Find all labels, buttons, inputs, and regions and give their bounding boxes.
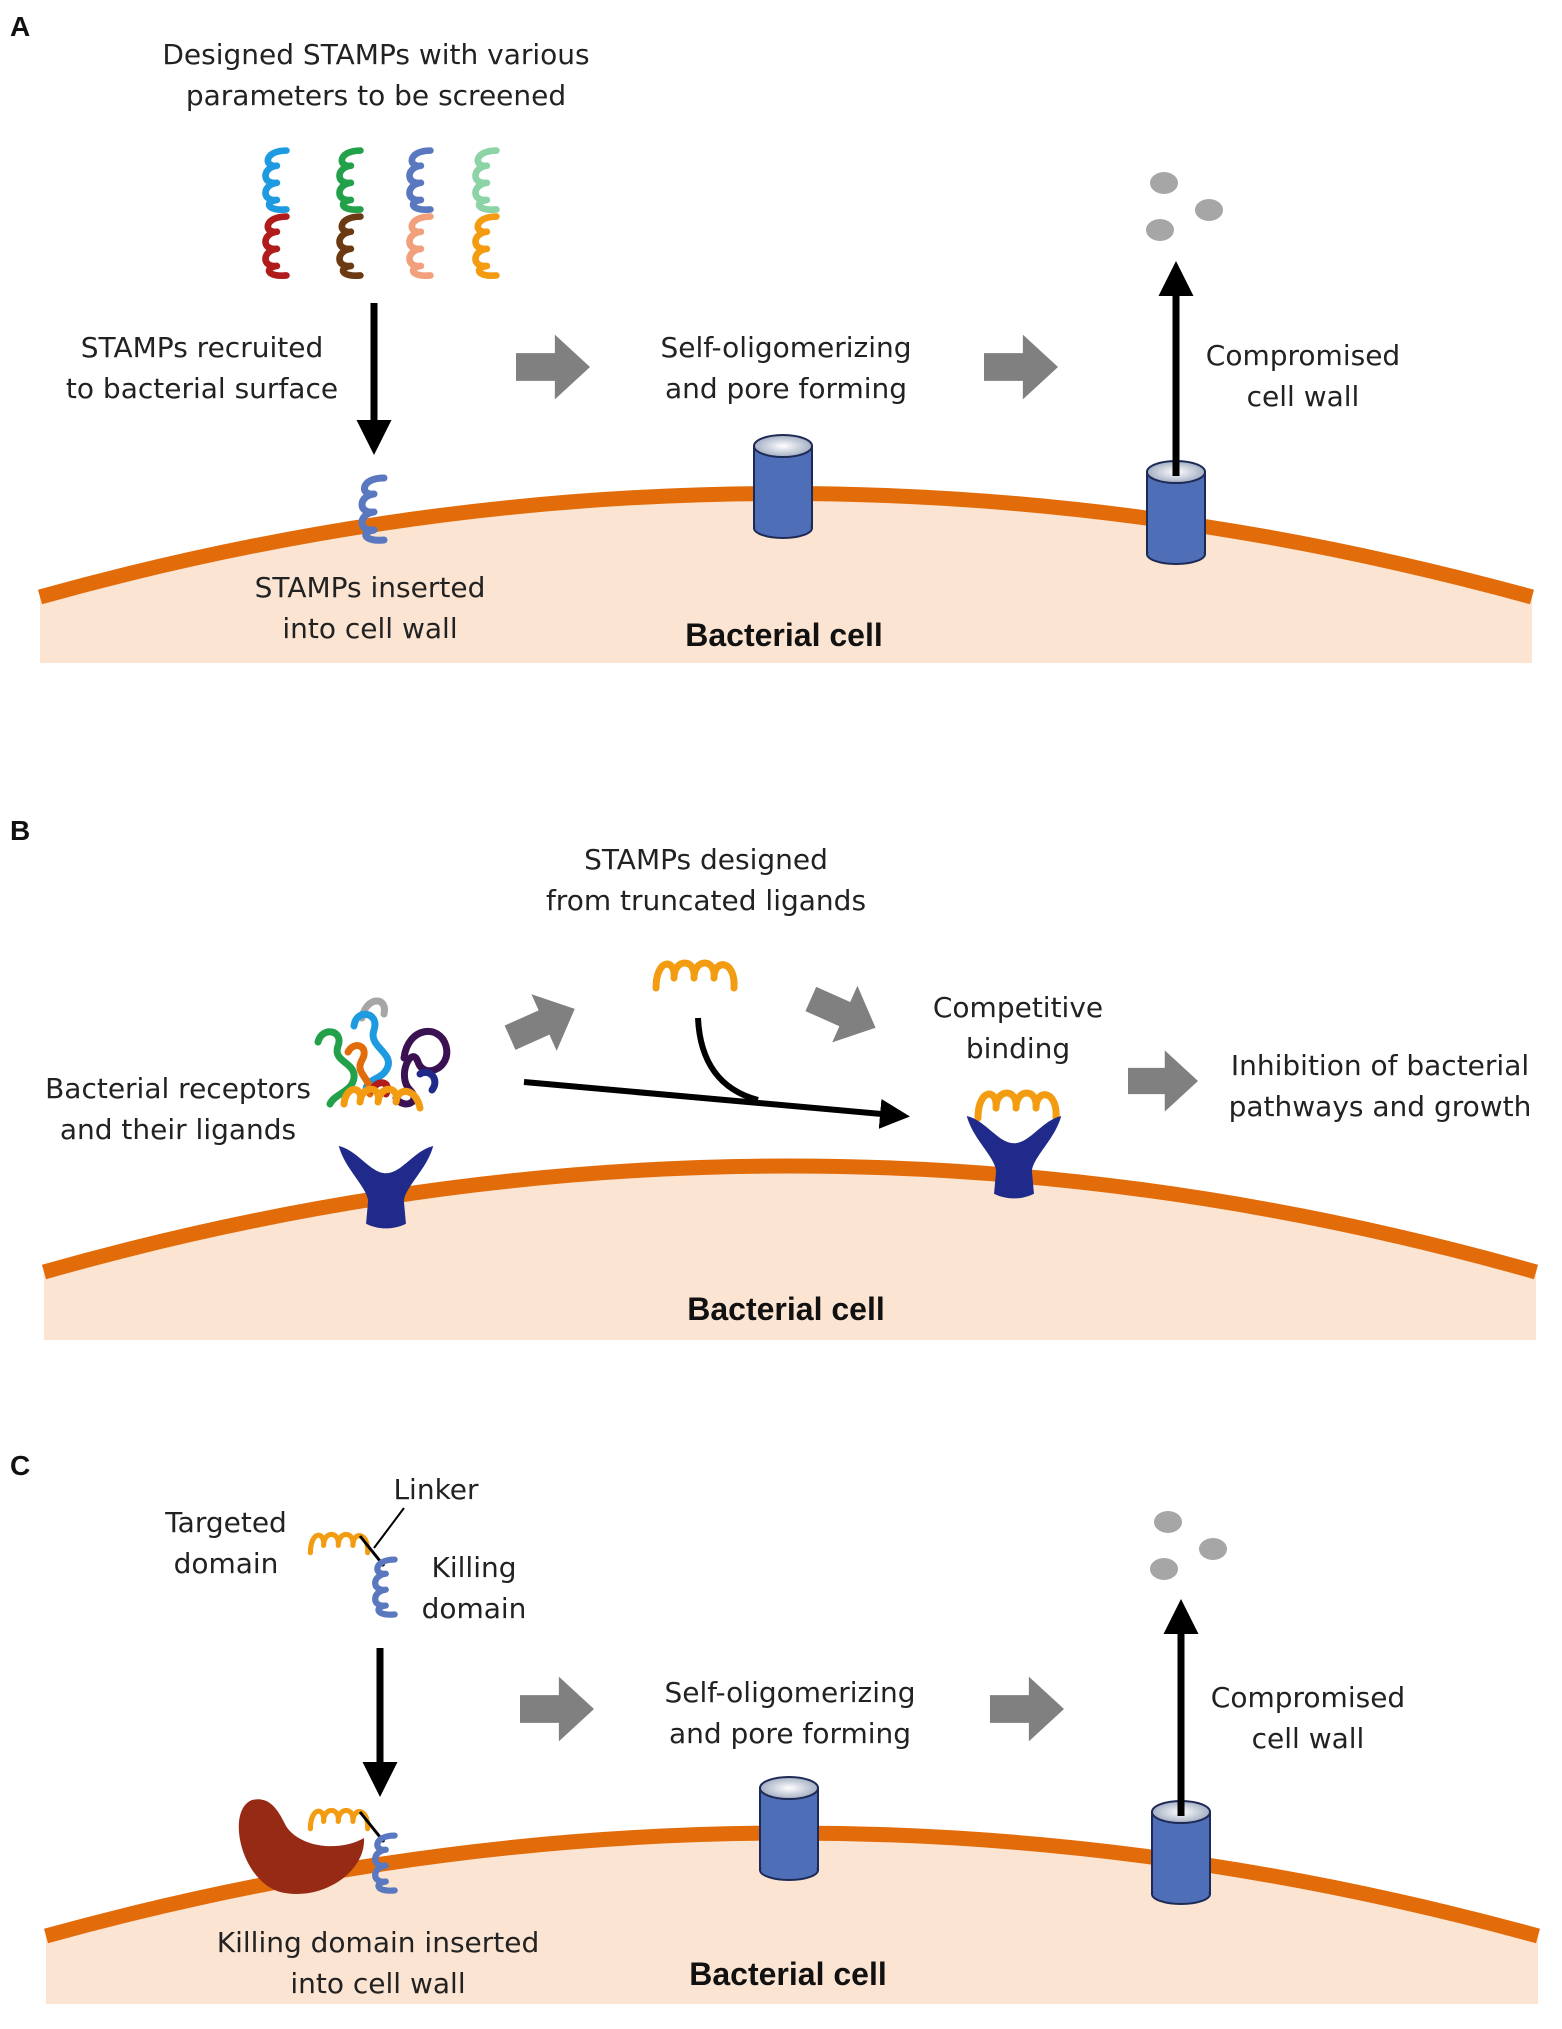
released-particle: [1199, 1538, 1227, 1560]
fused-stamp: [310, 1534, 394, 1614]
block-arrow-icon: [516, 334, 590, 400]
stamp-helix-icon: [340, 217, 361, 276]
binding-arrow: [523, 1079, 910, 1129]
released-particle: [1150, 172, 1178, 194]
competitive-label-1: Competitive: [933, 991, 1103, 1024]
targeted-label-2: domain: [174, 1547, 279, 1580]
panel-b: B STAMPs designed from truncated ligands…: [10, 815, 1539, 1340]
released-particle: [1154, 1511, 1182, 1533]
bacterial-cell-b: [44, 1166, 1536, 1340]
stamp-helix-icon: [340, 151, 361, 210]
bacterial-cell-label-c: Bacterial cell: [689, 1956, 886, 1992]
block-arrow-icon: [984, 334, 1058, 400]
block-arrow-icon: [798, 970, 889, 1057]
pore-icon: [753, 434, 813, 539]
compromised-label-1: Compromised: [1206, 339, 1400, 372]
oligo-label-1: Self-oligomerizing: [660, 331, 911, 364]
stamp-helix-icon: [410, 217, 431, 276]
designed-stamps-label-2: parameters to be screened: [186, 79, 566, 112]
bound-stamp-icon: [978, 1093, 1056, 1118]
stamp-helix-icon: [266, 217, 287, 276]
compromised-c-label-1: Compromised: [1211, 1681, 1405, 1714]
bacterial-cell-label-b: Bacterial cell: [687, 1291, 884, 1327]
released-particle: [1146, 219, 1174, 241]
stamp-helix-icon: [410, 151, 431, 210]
oligo-label-2: and pore forming: [665, 372, 907, 405]
stamp-ligand-icon: [656, 963, 734, 988]
target-molecule: [238, 1799, 365, 1894]
released-particle: [1150, 1558, 1178, 1580]
curved-connector: [695, 1017, 759, 1103]
pore-icon: [1151, 1800, 1211, 1905]
recruited-label-2: to bacterial surface: [66, 372, 338, 405]
ligand-cluster: [314, 997, 451, 1112]
receptors-label-2: and their ligands: [60, 1113, 296, 1146]
inhibition-label-1: Inhibition of bacterial: [1231, 1049, 1529, 1082]
stamp-helix-icon: [266, 151, 287, 210]
pore-icon: [1146, 460, 1206, 565]
compromised-c-label-2: cell wall: [1252, 1722, 1365, 1755]
inserted-label-2: into cell wall: [282, 612, 457, 645]
stamps-designed-label-1: STAMPs designed: [584, 843, 828, 876]
panel-a: A Designed STAMPs with various parameter…: [10, 11, 1534, 663]
compromised-label-2: cell wall: [1247, 380, 1360, 413]
inserted-label-1: STAMPs inserted: [255, 571, 486, 604]
oligo-c-label-2: and pore forming: [669, 1717, 911, 1750]
receptors-label-1: Bacterial receptors: [45, 1072, 311, 1105]
competitive-label-2: binding: [966, 1032, 1070, 1065]
stamps-designed-label-2: from truncated ligands: [546, 884, 866, 917]
inserted-killing-label-2: into cell wall: [290, 1967, 465, 2000]
panel-b-letter: B: [10, 815, 30, 846]
killing-label-1: Killing: [432, 1551, 517, 1584]
designed-stamps-label-1: Designed STAMPs with various: [162, 38, 589, 71]
recruited-label-1: STAMPs recruited: [81, 331, 323, 364]
stamp-helix-icon: [476, 217, 497, 276]
stamp-library: [266, 151, 497, 276]
inserted-killing-label-1: Killing domain inserted: [217, 1926, 540, 1959]
panel-c-letter: C: [10, 1450, 30, 1481]
block-arrow-icon: [990, 1676, 1064, 1742]
pore-icon: [759, 1776, 819, 1881]
stamp-helix-icon: [476, 151, 497, 210]
killing-domain-icon: [375, 1560, 394, 1615]
panel-a-letter: A: [10, 11, 30, 42]
linker-pointer: [373, 1507, 405, 1549]
linker-label: Linker: [393, 1473, 479, 1506]
cell-membrane-b: [41, 1158, 1539, 1280]
block-arrow-icon: [1128, 1050, 1198, 1112]
oligo-c-label-1: Self-oligomerizing: [664, 1676, 915, 1709]
inhibition-label-2: pathways and growth: [1229, 1090, 1532, 1123]
killing-label-2: domain: [422, 1592, 527, 1625]
targeted-label-1: Targeted: [164, 1506, 287, 1539]
block-arrow-icon: [520, 1676, 594, 1742]
block-arrow-icon: [497, 980, 588, 1067]
panel-c: C Linker Targeted domain Killing domain …: [10, 1450, 1540, 2004]
released-particle: [1195, 199, 1223, 221]
bacterial-cell-label-a: Bacterial cell: [685, 617, 882, 653]
